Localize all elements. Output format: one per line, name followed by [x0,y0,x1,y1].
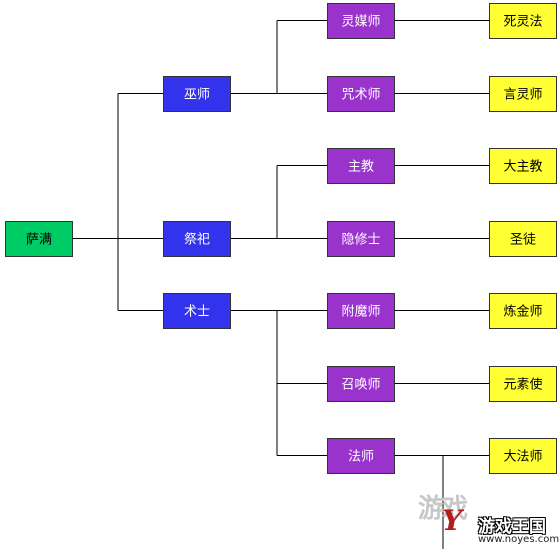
node-tier2-2-box [327,148,395,184]
watermark-brand: 游戏王国 [478,517,546,537]
node-tier2-5-box [327,366,395,402]
node-tier3-2-box [489,148,557,184]
node-tier2-1: 咒术师 [327,76,395,112]
node-tier3-0: 死灵法 [489,3,557,39]
node-tier3-5-box [489,366,557,402]
node-tier2-0: 灵媒师 [327,3,395,39]
node-tier1-1-box [163,221,231,257]
node-tier3-6-label: 大法师 [503,450,542,465]
node-tier2-6-box [327,438,395,474]
node-tier1-0-box [163,76,231,112]
node-tier3-5-label: 元素使 [503,377,542,393]
node-tier1-2-box [163,293,231,329]
site-watermark: 游戏 Y 游戏王国 www.noyes.com [418,488,559,549]
node-tier3-6: 大法师 [489,438,557,474]
node-tier3-3-box [489,221,557,257]
watermark-characters: 游戏 [418,494,468,524]
node-tier2-1-box [327,76,395,112]
node-tier2-6: 法师 [327,438,395,474]
node-tier2-4: 附魔师 [327,293,395,329]
node-tier3-6-box [489,438,557,474]
node-tier1-2-label: 术士 [184,305,210,320]
node-root-label: 萨满 [26,233,52,248]
node-root-box [5,221,73,257]
node-tier3-1-label: 言灵师 [503,88,542,103]
watermark-url: www.noyes.com [478,534,559,545]
node-tier3-3-label: 圣徒 [510,233,536,248]
node-tier3-0-box [489,3,557,39]
node-tier2-0-box [327,3,395,39]
node-tier1-1-label: 祭祀 [184,233,210,248]
node-tier2-1-label: 咒术师 [341,88,380,103]
node-tier3-3: 圣徒 [489,221,557,257]
node-tier3-2: 大主教 [489,148,557,184]
node-tier2-4-box [327,293,395,329]
node-tier2-3-box [327,221,395,257]
node-tier2-6-label: 法师 [348,450,374,465]
node-tier2-5-label: 召唤师 [341,378,380,393]
node-tier2-5: 召唤师 [327,366,395,402]
node-tier3-1: 言灵师 [489,76,557,112]
node-tier1-2: 术士 [163,293,231,329]
node-tier2-0-label: 灵媒师 [341,15,380,30]
node-tier2-2: 主教 [327,148,395,184]
node-tier1-0-label: 巫师 [184,88,210,103]
node-tier3-4-box [489,293,557,329]
node-tier3-0-label: 死灵法 [503,15,542,30]
watermark-logo: Y [442,504,462,537]
node-tier1-1: 祭祀 [163,221,231,257]
node-tier2-4-label: 附魔师 [341,305,380,320]
node-root: 萨满 [5,221,73,257]
node-tier3-1-box [489,76,557,112]
node-tier3-4: 炼金师 [489,293,557,329]
node-tier2-3-label: 隐修士 [341,233,380,248]
node-tier2-3: 隐修士 [327,221,395,257]
node-tier3-4-label: 炼金师 [503,304,542,320]
node-tier2-2-label: 主教 [348,159,374,175]
node-tier1-0: 巫师 [163,76,231,112]
node-tier3-2-label: 大主教 [503,159,542,175]
node-tier3-5: 元素使 [489,366,557,402]
